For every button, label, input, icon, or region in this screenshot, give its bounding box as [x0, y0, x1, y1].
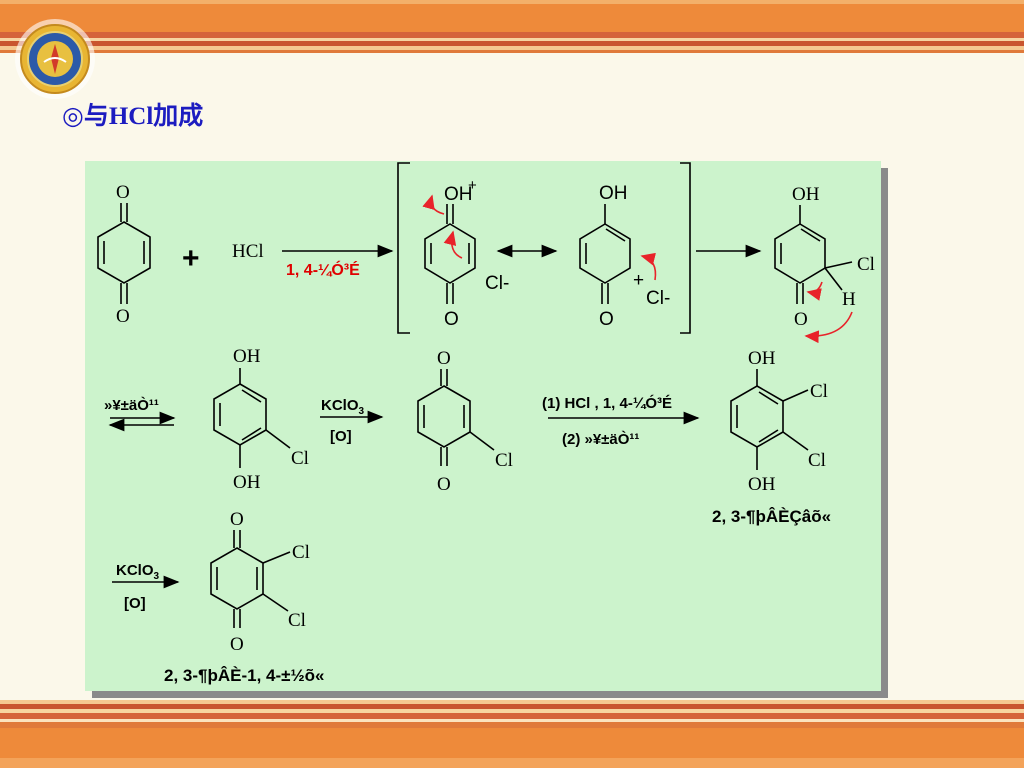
left-bracket — [397, 162, 410, 334]
bottom-decorative-band — [0, 700, 1024, 768]
atom-oh: OH — [792, 184, 820, 205]
condition-step-2: (2) »¥±äÒ¹¹ — [562, 430, 639, 448]
atom-oh-top: OH — [233, 346, 261, 367]
atom-cl: Cl — [857, 254, 875, 275]
atom-o-bottom: O — [444, 309, 459, 330]
atom-oh-bottom: OH — [748, 474, 776, 495]
condition-step-1: (1) HCl , 1, 4-¼Ó³É — [542, 394, 672, 412]
oxidant-kclo3-2: KClO3 — [116, 562, 160, 582]
atom-cl-upper: Cl — [810, 381, 828, 402]
atom-oh-protonated: OH — [444, 184, 473, 205]
atom-o-bottom: O — [437, 474, 451, 495]
atom-o-bottom: O — [116, 306, 130, 327]
protonated-quinone-molecule: OH + O Cl- — [422, 177, 509, 330]
top-decorative-band — [0, 0, 1024, 53]
atom-o-bottom: O — [794, 309, 808, 330]
atom-o-bottom: O — [230, 634, 244, 655]
atom-oh-top: OH — [748, 348, 776, 369]
school-logo-emblem — [15, 19, 95, 99]
reagent-hcl: HCl — [232, 241, 264, 262]
atom-cl: Cl — [495, 450, 513, 471]
condition-tautomerize: »¥±äÒ¹¹ — [104, 396, 159, 414]
chloro-intermediate-molecule: OH Cl H O — [774, 184, 875, 344]
right-bracket — [680, 162, 691, 334]
plus-charge-carbon: + — [633, 270, 644, 291]
carbocation-resonance-form: OH O + Cl- — [579, 183, 670, 330]
atom-cl-upper: Cl — [292, 542, 310, 563]
atom-cl-lower: Cl — [808, 450, 826, 471]
atom-o-top: O — [116, 182, 130, 203]
atom-o-top: O — [230, 509, 244, 530]
p-benzoquinone-molecule: O O — [97, 182, 151, 327]
slide-title: ◎与HCl加成 — [62, 103, 204, 130]
condition-oxidation-2: [O] — [124, 595, 146, 612]
chloride-ion: Cl- — [646, 288, 670, 309]
atom-o-bottom: O — [599, 309, 614, 330]
dichlorobenzoquinone-molecule: O Cl Cl O — [210, 509, 310, 655]
atom-oh: OH — [599, 183, 628, 204]
plus-charge-oxygen: + — [468, 177, 477, 194]
atom-oh-bottom: OH — [233, 472, 261, 493]
dichlorohydroquinone-molecule: OH Cl Cl OH — [730, 348, 828, 495]
atom-cl-lower: Cl — [288, 610, 306, 631]
plus-sign: + — [182, 242, 200, 275]
chlorohydroquinone-molecule: OH Cl OH — [213, 346, 309, 493]
atom-h: H — [842, 289, 856, 310]
atom-cl: Cl — [291, 448, 309, 469]
condition-oxidation: [O] — [330, 428, 352, 445]
atom-o-top: O — [437, 348, 451, 369]
product-name-dichlorobenzoquinone: 2, 3-¶þÂÈ-1, 4-±½õ« — [164, 666, 325, 685]
condition-1-4-addition: 1, 4-¼Ó³É — [286, 260, 360, 279]
chloride-ion: Cl- — [485, 273, 509, 294]
oxidant-kclo3: KClO3 — [321, 397, 365, 417]
product-name-dichlorohydroquinone: 2, 3-¶þÂÈÇâõ« — [712, 507, 831, 526]
chlorobenzoquinone-molecule: O Cl O — [417, 348, 513, 495]
